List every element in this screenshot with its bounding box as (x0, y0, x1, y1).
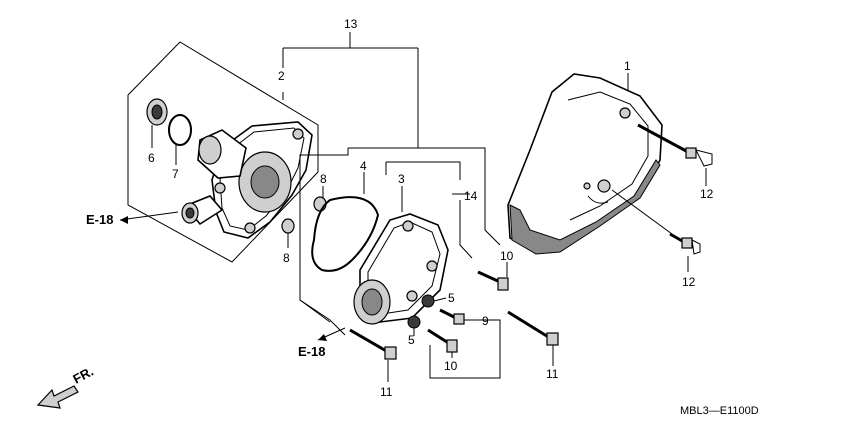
callout-9: 9 (482, 314, 489, 328)
callout-12-upper: 12 (700, 187, 714, 201)
pump-body-group-outline (127, 41, 319, 263)
callout-2: 2 (278, 69, 285, 83)
oil-seal-6 (146, 98, 168, 148)
callout-12-lower: 12 (682, 275, 696, 289)
bolt-12-upper (637, 123, 713, 186)
ref-label-bottom: E-18 (298, 344, 325, 359)
ref-arrow-bottom (317, 327, 346, 341)
flange-bolt-11-right (507, 310, 559, 366)
callout-10-upper: 10 (500, 249, 514, 263)
callout-1: 1 (624, 59, 631, 73)
bolt-10-upper (477, 262, 509, 291)
ref-label-top: E-18 (86, 212, 113, 227)
gasket-4 (311, 172, 380, 272)
bracket-13 (282, 32, 419, 148)
callout-3: 3 (398, 172, 405, 186)
callout-4: 4 (360, 159, 367, 173)
water-pump-body-2 (181, 121, 313, 239)
front-arrow-icon (36, 385, 79, 409)
flange-bolt-11-left (349, 328, 397, 382)
callout-10-lower: 10 (444, 359, 458, 373)
bolt-9 (439, 308, 474, 325)
sealing-washer-5-lower (407, 315, 421, 336)
callout-11-right: 11 (546, 367, 559, 381)
callout-13: 13 (344, 17, 358, 31)
callout-8-upper: 8 (320, 172, 327, 186)
callout-14: 14 (464, 189, 478, 203)
o-ring-7 (168, 114, 192, 165)
bolt-10-lower (427, 328, 458, 358)
front-marker-label: FR. (70, 364, 96, 387)
bolt-12-lower (611, 189, 701, 272)
callout-6: 6 (148, 151, 155, 165)
diagram-code: MBL3—E1100D (680, 405, 759, 417)
callout-11-left: 11 (380, 385, 393, 399)
ref-arrow-top (119, 211, 179, 224)
sealing-washer-5-upper (421, 294, 447, 308)
bracket-14 (299, 147, 501, 379)
callout-7: 7 (172, 167, 179, 181)
dowel-pin-8-lower (281, 218, 295, 248)
callout-5-lower: 5 (408, 333, 415, 347)
pump-guard-cover-1 (507, 73, 663, 255)
callout-8-lower: 8 (283, 251, 290, 265)
callout-5-upper: 5 (448, 291, 455, 305)
